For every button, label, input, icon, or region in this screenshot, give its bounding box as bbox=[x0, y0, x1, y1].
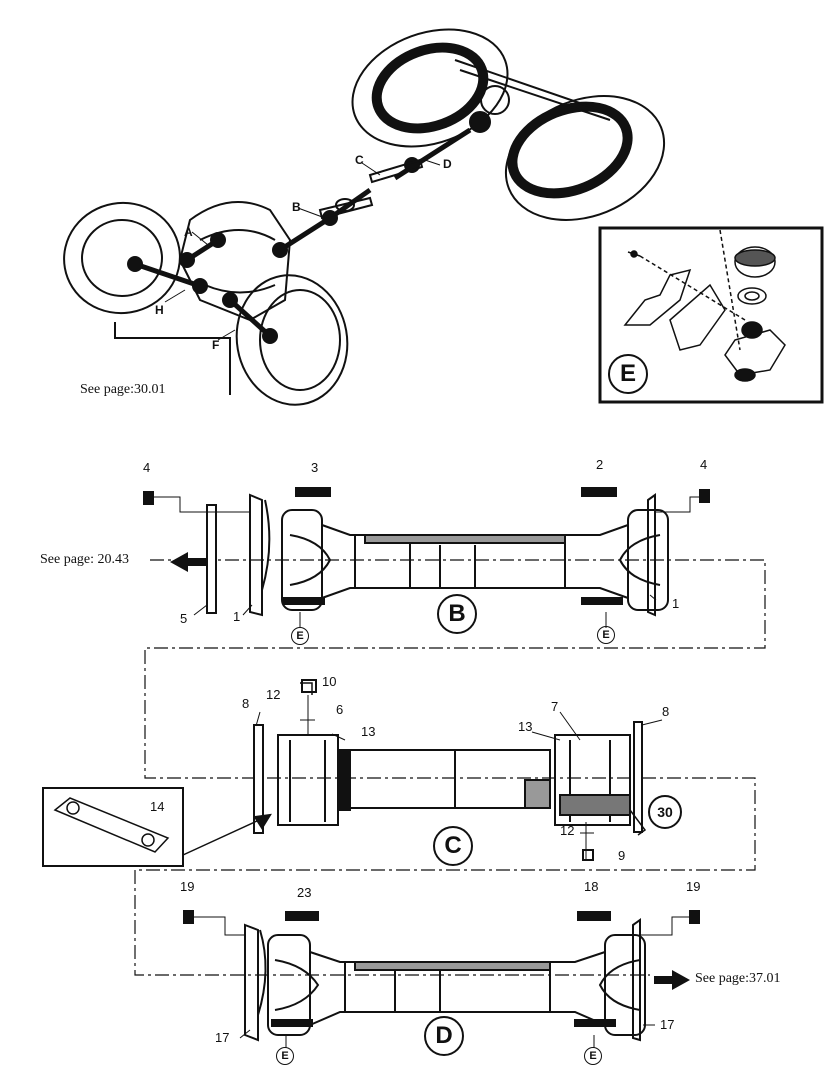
callout-13-right: 13 bbox=[518, 719, 533, 734]
callout-23: 23 bbox=[297, 885, 312, 900]
callout-18: 18 bbox=[584, 879, 599, 894]
detail-e-frame bbox=[598, 226, 824, 404]
callout-14: 14 bbox=[150, 799, 165, 814]
callout-6: 6 bbox=[336, 702, 344, 717]
shaft-d-e-mark-left: E bbox=[276, 1047, 294, 1065]
shaft-b-e-mark-left: E bbox=[291, 627, 309, 645]
see-page-d: See page:37.01 bbox=[695, 971, 781, 986]
callout-30: 30 bbox=[648, 795, 682, 829]
shaft-c-label: C bbox=[433, 826, 473, 866]
front-wheel-left bbox=[63, 201, 181, 315]
plate-14 bbox=[53, 797, 170, 853]
see-page-arrow-b bbox=[170, 552, 206, 572]
callout-12-top: 12 bbox=[266, 687, 281, 702]
callout-19-right: 19 bbox=[686, 879, 701, 894]
overview-letter-f: F bbox=[212, 338, 220, 352]
callout-3: 3 bbox=[311, 460, 319, 475]
detail-e-label: E bbox=[608, 354, 648, 394]
shaft-b-e-mark-right: E bbox=[597, 626, 615, 644]
driveshaft-joints bbox=[127, 157, 420, 344]
shaft-d-art bbox=[183, 910, 700, 1048]
callout-19-left: 19 bbox=[180, 879, 195, 894]
callout-9: 9 bbox=[618, 848, 626, 863]
callout-4-right: 4 bbox=[700, 457, 708, 472]
overview-letter-a: A bbox=[184, 225, 193, 239]
center-bearing-2 bbox=[368, 158, 424, 184]
shaft-d-e-mark-right: E bbox=[584, 1047, 602, 1065]
rear-wheel-upper bbox=[351, 28, 509, 148]
inset-arrow bbox=[182, 814, 271, 856]
rear-axle bbox=[454, 59, 611, 121]
inset-frame bbox=[42, 787, 184, 867]
shaft-b-art bbox=[143, 487, 710, 628]
see-page-arrow-d bbox=[654, 970, 690, 990]
assembly-path bbox=[134, 559, 766, 976]
callout-12-bottom: 12 bbox=[560, 823, 575, 838]
overview-letter-c: C bbox=[355, 153, 364, 167]
front-wheel-right bbox=[235, 274, 349, 406]
overview-letter-d: D bbox=[443, 157, 452, 171]
see-page-overview: See page:30.01 bbox=[80, 382, 166, 397]
bracket bbox=[114, 322, 231, 395]
callout-1-left: 1 bbox=[233, 609, 241, 624]
callout-17-right: 17 bbox=[660, 1017, 675, 1032]
detail-e-parts bbox=[623, 229, 786, 382]
callout-8-right: 8 bbox=[662, 704, 670, 719]
see-page-b: See page: 20.43 bbox=[40, 552, 130, 567]
overview-letter-b: B bbox=[292, 200, 301, 214]
overview-letter-h: H bbox=[155, 303, 164, 317]
callout-1-right: 1 bbox=[672, 596, 680, 611]
callout-8-left: 8 bbox=[242, 696, 250, 711]
callout-2: 2 bbox=[596, 457, 604, 472]
shaft-b-label: B bbox=[437, 594, 477, 634]
callout-5: 5 bbox=[180, 611, 188, 626]
callout-13-left: 13 bbox=[361, 724, 376, 739]
callout-17-left: 17 bbox=[215, 1030, 230, 1045]
callout-7: 7 bbox=[551, 699, 559, 714]
shaft-d-label: D bbox=[424, 1016, 464, 1056]
rear-diff bbox=[480, 85, 510, 115]
callout-4-left: 4 bbox=[143, 460, 151, 475]
callout-10: 10 bbox=[322, 674, 337, 689]
shaft-c-art bbox=[253, 679, 647, 861]
rear-wheel-lower bbox=[504, 95, 666, 221]
